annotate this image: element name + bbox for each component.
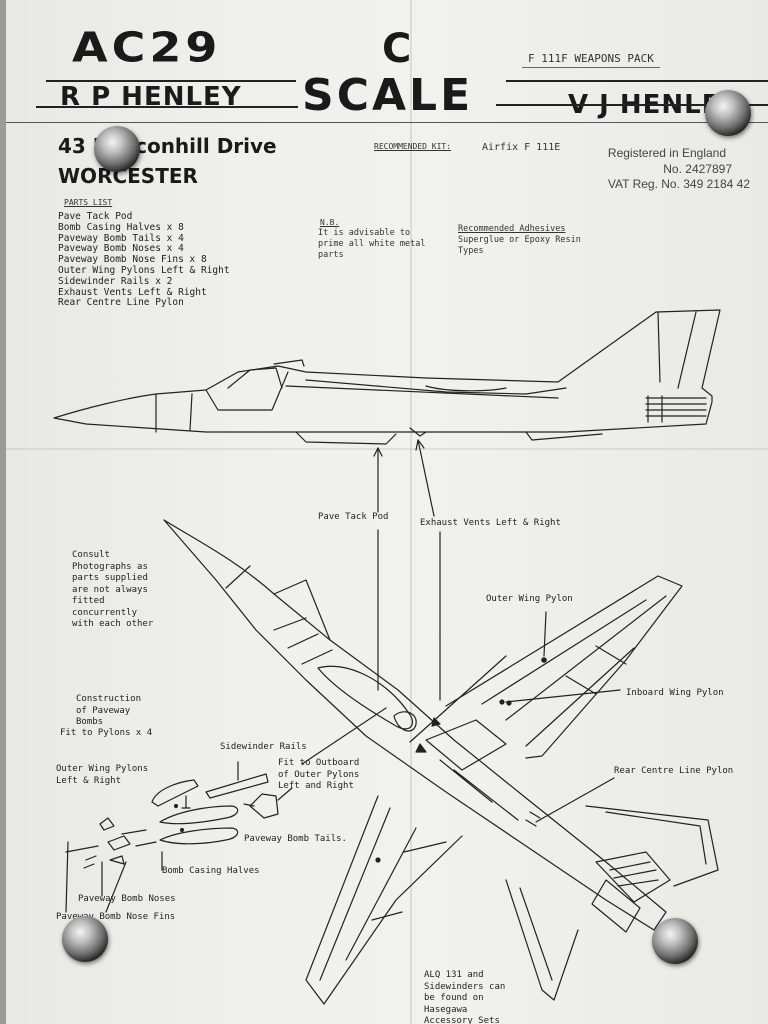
magnet-top-left — [94, 126, 140, 172]
label-pave-tack-pod: Pave Tack Pod — [318, 512, 389, 522]
list-item: Pave Tack Pod — [58, 211, 133, 222]
registration-line-1: Registered in England — [607, 146, 726, 160]
label-fit-to-outboard: Fit to Outboard of Outer Pylons Left and… — [278, 758, 360, 791]
recommended-kit-label: RECOMMENDED KIT: — [374, 142, 452, 151]
magnet-bottom-left — [62, 916, 108, 962]
list-item: Paveway Bomb Tails x 4 — [58, 232, 184, 244]
parts-list-title: PARTS LIST — [64, 198, 113, 207]
nb-text: It is advisable to prime all white metal… — [318, 228, 426, 260]
list-item: Outer Wing Pylons Left & Right — [58, 264, 230, 276]
label-fit-to-pylons: Fit to Pylons x 4 — [60, 728, 153, 738]
registration-line-2: No. 2427897 — [663, 162, 732, 176]
recommended-kit-value: Airfix F 111E — [482, 142, 561, 153]
nb-title: N.B. — [320, 218, 340, 227]
list-item: Paveway Bomb Noses x 4 — [58, 243, 184, 255]
leader-lines — [301, 439, 621, 823]
label-outer-wing-pylons-lr: Outer Wing Pylons Left & Right — [56, 764, 149, 786]
label-paveway-bomb-nose-fins: Paveway Bomb Nose Fins — [56, 912, 176, 922]
magnet-bottom-right — [652, 918, 698, 964]
header-rule-right-top — [506, 80, 768, 82]
fold-crease-vertical — [410, 0, 412, 1024]
list-item: Rear Centre Line Pylon — [58, 297, 184, 309]
header-rule-right-bottom — [496, 104, 768, 106]
label-consult-photographs: Consult Photographs as parts supplied ar… — [72, 550, 154, 629]
label-outer-wing-pylon: Outer Wing Pylon — [486, 594, 573, 604]
header-rule-left-top — [46, 80, 296, 82]
pack-title: F 111F WEAPONS PACK — [522, 52, 660, 68]
label-construction-paveway: Construction of Paveway Bombs — [76, 694, 142, 727]
label-rear-centre-line-pylon: Rear Centre Line Pylon — [614, 766, 734, 776]
label-paveway-bomb-noses: Paveway Bomb Noses — [78, 894, 176, 904]
label-inboard-wing-pylon: Inboard Wing Pylon — [626, 688, 724, 698]
label-paveway-bomb-tails: Paveway Bomb Tails. — [244, 834, 347, 844]
magnet-top-right — [705, 90, 751, 136]
bomb-construction-sketch — [65, 761, 293, 913]
adhesives-text: Superglue or Epoxy Resin Types — [458, 235, 581, 256]
list-item: Exhaust Vents Left & Right — [58, 286, 207, 298]
registration-line-3: VAT Reg. No. 349 2184 42 — [607, 177, 750, 191]
side-view-aircraft — [53, 309, 721, 445]
aircraft-drawings — [53, 309, 721, 1005]
label-sidewinder-rails: Sidewinder Rails — [220, 742, 307, 752]
title-c: C — [382, 26, 412, 72]
label-alq-131: ALQ 131 and Sidewinders can be found on … — [424, 970, 506, 1024]
header-rule-left-bottom — [36, 106, 298, 108]
title-scale: SCALE — [302, 70, 474, 121]
list-item: Bomb Casing Halves x 8 — [58, 221, 184, 233]
adhesives-title: Recommended Adhesives — [458, 224, 566, 234]
list-item: Paveway Bomb Nose Fins x 8 — [58, 254, 207, 266]
plan-view-aircraft — [163, 519, 719, 1005]
fold-crease-horizontal — [6, 448, 768, 450]
pylon-markers — [375, 657, 547, 863]
label-bomb-casing-halves: Bomb Casing Halves — [162, 866, 260, 876]
list-item: Sidewinder Rails x 2 — [58, 275, 173, 287]
brand-logo: AC29 — [72, 22, 222, 72]
label-exhaust-vents: Exhaust Vents Left & Right — [420, 518, 561, 528]
header-rule-full — [6, 122, 768, 123]
parts-list: Pave Tack Pod Bomb Casing Halves x 8 Pav… — [58, 211, 230, 309]
